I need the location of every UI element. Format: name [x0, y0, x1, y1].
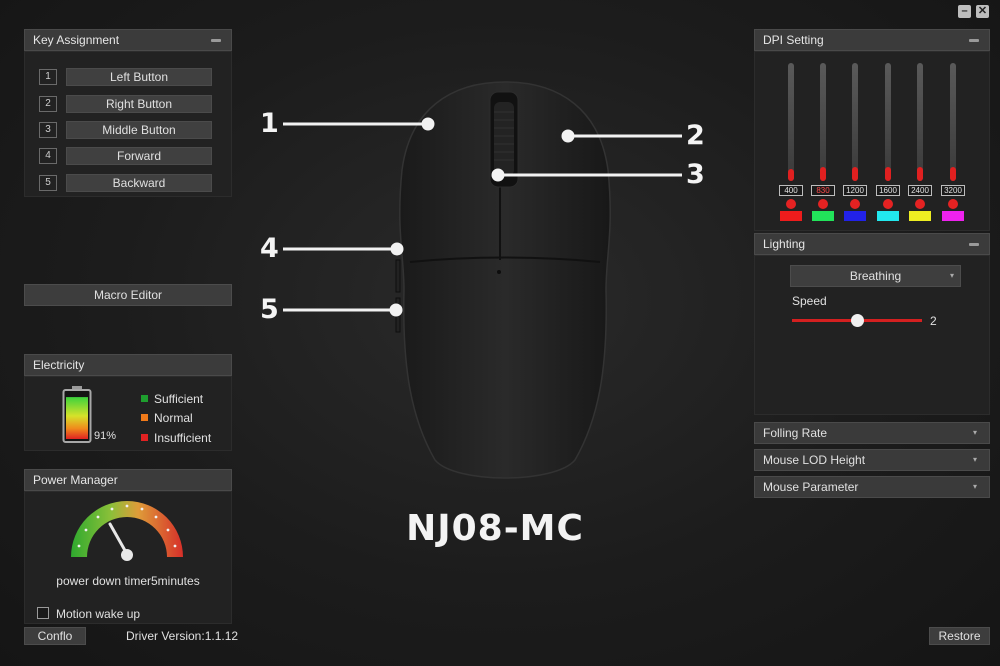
key-assignment-header[interactable]: Key Assignment [24, 29, 232, 51]
config-button[interactable]: Conflo [24, 627, 86, 645]
lighting-header[interactable]: Lighting [754, 233, 990, 255]
dpi-slider-track[interactable] [852, 63, 858, 181]
lod-height-label: Mouse LOD Height [763, 453, 866, 467]
chevron-down-icon: ▾ [972, 428, 977, 437]
speed-slider[interactable] [792, 314, 922, 327]
polling-rate-label: Folling Rate [763, 426, 828, 440]
dpi-value[interactable]: 2400 [908, 185, 932, 196]
sufficient-swatch [141, 395, 148, 402]
mouse-parameter-label: Mouse Parameter [763, 480, 859, 494]
chevron-down-icon: ▾ [972, 482, 977, 491]
forward-button-assign[interactable]: Forward [66, 147, 212, 165]
dpi-select-radio[interactable] [850, 199, 860, 209]
key-number: 4 [39, 148, 57, 164]
mouse-model-title: NJ08-MC [406, 508, 584, 549]
battery-icon [62, 386, 92, 449]
callout-label: 2 [686, 120, 705, 151]
chevron-down-icon: ▾ [949, 271, 954, 280]
dpi-slider-fill [852, 167, 858, 181]
restore-button[interactable]: Restore [929, 627, 990, 645]
right-button-assign[interactable]: Right Button [66, 95, 212, 113]
macro-editor-button[interactable]: Macro Editor [24, 284, 232, 306]
dpi-slider-track[interactable] [788, 63, 794, 181]
callout-label: 1 [260, 108, 279, 139]
dpi-slider-fill [788, 169, 794, 181]
chevron-down-icon: ▾ [972, 455, 977, 464]
key-number: 1 [39, 69, 57, 85]
collapse-icon[interactable] [969, 243, 979, 246]
driver-version: Driver Version:1.1.12 [126, 629, 239, 643]
battery-percent: 91% [94, 430, 117, 442]
legend-insufficient: Insufficient [141, 431, 211, 445]
dpi-slider-fill [950, 167, 956, 181]
electricity-panel [24, 376, 232, 451]
power-down-timer-label: power down timer5minutes [56, 574, 200, 588]
dpi-value[interactable]: 400 [779, 185, 803, 196]
lod-height-dropdown[interactable]: Mouse LOD Height ▾ [754, 449, 990, 471]
close-button[interactable]: ✕ [976, 5, 989, 18]
dpi-setting-header[interactable]: DPI Setting [754, 29, 990, 51]
lighting-mode-select[interactable]: Breathing ▾ [790, 265, 961, 287]
key-number: 3 [39, 122, 57, 138]
dpi-slider-track[interactable] [950, 63, 956, 181]
power-timer-gauge[interactable] [62, 492, 192, 577]
mouse-image [390, 80, 620, 495]
lighting-mode-value: Breathing [849, 269, 902, 283]
dpi-select-radio[interactable] [818, 199, 828, 209]
dpi-color-swatch[interactable] [876, 210, 900, 222]
power-manager-title: Power Manager [33, 473, 118, 487]
insufficient-swatch [141, 434, 148, 441]
backward-button-assign[interactable]: Backward [66, 174, 212, 192]
callout-label: 4 [260, 233, 279, 264]
legend-sufficient: Sufficient [141, 392, 203, 406]
power-manager-header: Power Manager [24, 469, 232, 491]
dpi-slider-fill [917, 167, 923, 181]
electricity-title: Electricity [33, 358, 85, 372]
dpi-slider-fill [885, 167, 891, 181]
dpi-slider-track[interactable] [917, 63, 923, 181]
legend-normal: Normal [141, 411, 193, 425]
dpi-value[interactable]: 830 [811, 185, 835, 196]
electricity-header: Electricity [24, 354, 232, 376]
dpi-color-swatch[interactable] [843, 210, 867, 222]
dpi-slider-fill [820, 167, 826, 181]
key-number: 5 [39, 175, 57, 191]
dpi-setting-title: DPI Setting [763, 33, 824, 47]
normal-swatch [141, 414, 148, 421]
mouse-parameter-dropdown[interactable]: Mouse Parameter ▾ [754, 476, 990, 498]
dpi-slider-track[interactable] [820, 63, 826, 181]
key-assignment-title: Key Assignment [33, 33, 120, 47]
dpi-slider-track[interactable] [885, 63, 891, 181]
dpi-select-radio[interactable] [786, 199, 796, 209]
motion-wake-label: Motion wake up [56, 607, 141, 621]
dpi-color-swatch[interactable] [779, 210, 803, 222]
dpi-select-radio[interactable] [915, 199, 925, 209]
dpi-value[interactable]: 1200 [843, 185, 867, 196]
speed-label: Speed [792, 294, 827, 308]
callout-label: 3 [686, 159, 705, 190]
middle-button-assign[interactable]: Middle Button [66, 121, 212, 139]
dpi-select-radio[interactable] [883, 199, 893, 209]
collapse-icon[interactable] [969, 39, 979, 42]
key-number: 2 [39, 96, 57, 112]
dpi-value[interactable]: 1600 [876, 185, 900, 196]
motion-wake-checkbox[interactable] [37, 607, 49, 619]
dpi-select-radio[interactable] [948, 199, 958, 209]
dpi-color-swatch[interactable] [908, 210, 932, 222]
dpi-color-swatch[interactable] [941, 210, 965, 222]
callout-label: 5 [260, 294, 279, 325]
minimize-button[interactable]: – [958, 5, 971, 18]
speed-value: 2 [930, 314, 937, 328]
dpi-color-swatch[interactable] [811, 210, 835, 222]
collapse-icon[interactable] [211, 39, 221, 42]
polling-rate-dropdown[interactable]: Folling Rate ▾ [754, 422, 990, 444]
dpi-value[interactable]: 3200 [941, 185, 965, 196]
lighting-title: Lighting [763, 237, 806, 251]
left-button-assign[interactable]: Left Button [66, 68, 212, 86]
speed-slider-thumb[interactable] [851, 314, 864, 327]
